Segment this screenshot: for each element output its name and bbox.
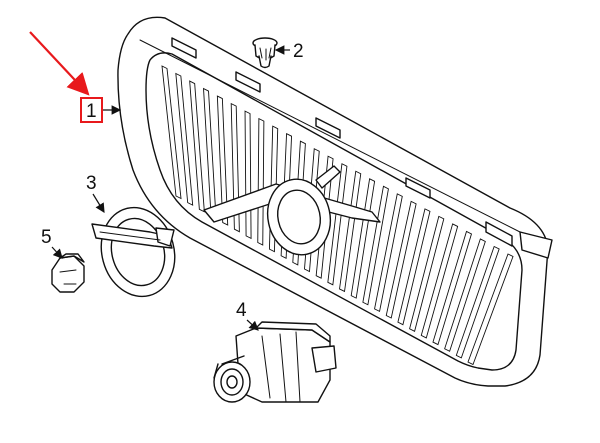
grille-top-ledge [139,39,521,233]
grille-slat [244,110,252,240]
callout-1[interactable]: 1 [80,97,122,123]
grille-slat [397,208,431,326]
grille-slat [350,178,376,299]
grille-slat [409,215,445,332]
grille-slat [374,193,403,313]
callout-4[interactable]: 4 [236,300,259,331]
sensor-part [213,321,337,403]
grille-slat [385,200,417,319]
callout-5[interactable]: 5 [41,227,63,259]
grille-slat [327,163,348,286]
grille-slat [420,223,459,339]
grille-slat [339,170,362,293]
nut-part [51,253,85,293]
grille-slat [216,95,229,226]
grille-mount-tabs [171,37,553,259]
grille-slat [189,80,205,213]
grille-slat [455,245,500,359]
callout-2[interactable]: 2 [274,41,304,62]
callout-1-label: 1 [86,101,97,122]
grille-slat [432,230,473,346]
callout-3[interactable]: 3 [86,173,105,214]
callout-3-label: 3 [86,173,97,194]
highlight-arrow [29,31,90,96]
callout-5-label: 5 [41,227,52,248]
grille-slat [444,238,486,352]
grille-emblem-ring [266,165,341,256]
callout-2-label: 2 [293,41,304,62]
grille-slat [161,65,182,200]
grille-slat [362,185,389,306]
clip-part [252,37,278,69]
grille-slat [257,117,265,246]
grille-slat [175,72,194,206]
emblem-part [91,206,176,298]
callout-4-label: 4 [236,300,247,321]
callout-1-highlight-box [80,97,103,123]
grille-part [117,16,553,387]
grille-slat [467,253,514,366]
